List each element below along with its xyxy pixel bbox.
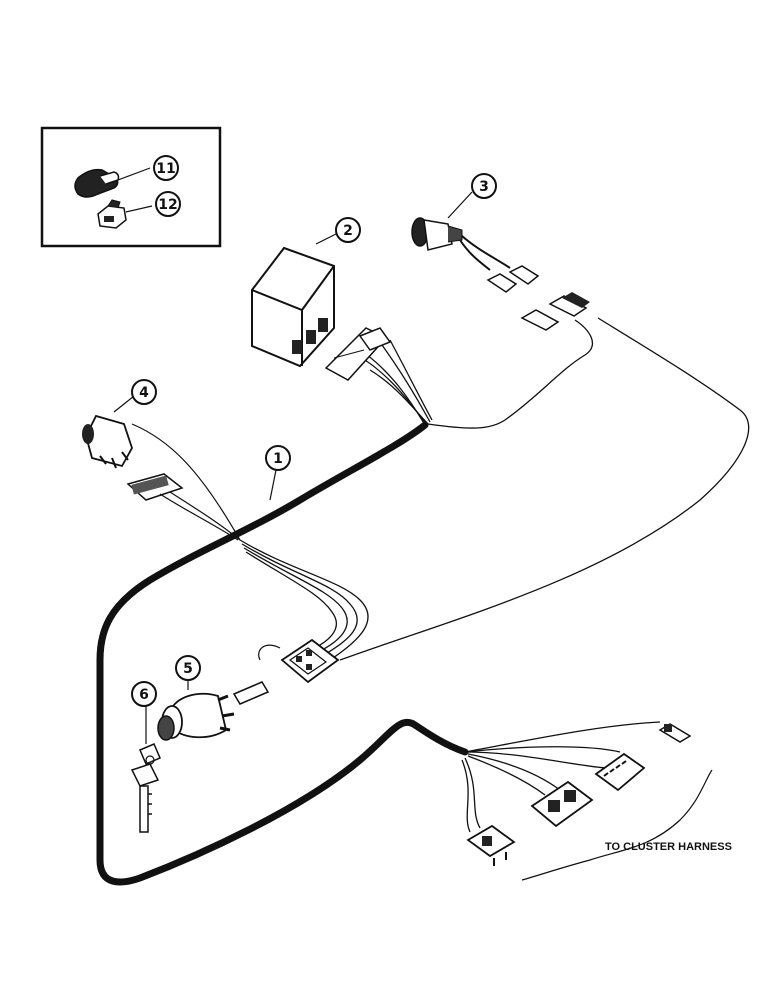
callout-6-label: 6 <box>139 687 149 703</box>
cluster-connector-double <box>530 780 594 828</box>
long-wire-right <box>339 317 750 661</box>
callout-3-label: 3 <box>479 179 489 195</box>
callout-6: 6 <box>131 681 157 707</box>
callout-2-label: 2 <box>343 223 353 239</box>
callout-1-label: 1 <box>273 451 283 467</box>
callout-5-label: 5 <box>183 661 193 677</box>
cluster-connector-small <box>658 723 692 743</box>
callout-5: 5 <box>175 655 201 681</box>
cluster-connector-square <box>466 824 516 866</box>
relay-2 <box>251 246 392 381</box>
clip-part-11 <box>74 168 120 198</box>
callout-11-label: 11 <box>156 161 175 177</box>
callout-3: 3 <box>471 173 497 199</box>
relay-wire-bundle <box>359 339 433 426</box>
callout-1: 1 <box>265 445 291 471</box>
callout-2: 2 <box>335 217 361 243</box>
cluster-bracket <box>521 769 713 881</box>
inset-panel: 11 12 <box>40 126 222 248</box>
callout-11: 11 <box>153 155 179 181</box>
ignition-connector <box>258 638 340 684</box>
callout-12-label: 12 <box>158 197 177 213</box>
sender-unit-3 <box>411 217 590 331</box>
callout-4-label: 4 <box>139 385 149 401</box>
ignition-wire-bundle <box>239 539 369 661</box>
callout-4: 4 <box>131 379 157 405</box>
keys-6 <box>130 743 161 833</box>
cluster-breakout-wires <box>461 721 661 833</box>
switch-4 <box>82 414 241 541</box>
wire-to-top-connectors <box>427 319 594 429</box>
inline-plug <box>232 681 270 705</box>
cluster-connector-multi <box>594 752 646 792</box>
callout-12: 12 <box>155 191 181 217</box>
cluster-harness-caption: TO CLUSTER HARNESS <box>605 841 732 853</box>
ignition-switch-5 <box>157 692 235 741</box>
connector-part-12 <box>97 199 127 229</box>
main-harness-cable <box>96 421 469 886</box>
